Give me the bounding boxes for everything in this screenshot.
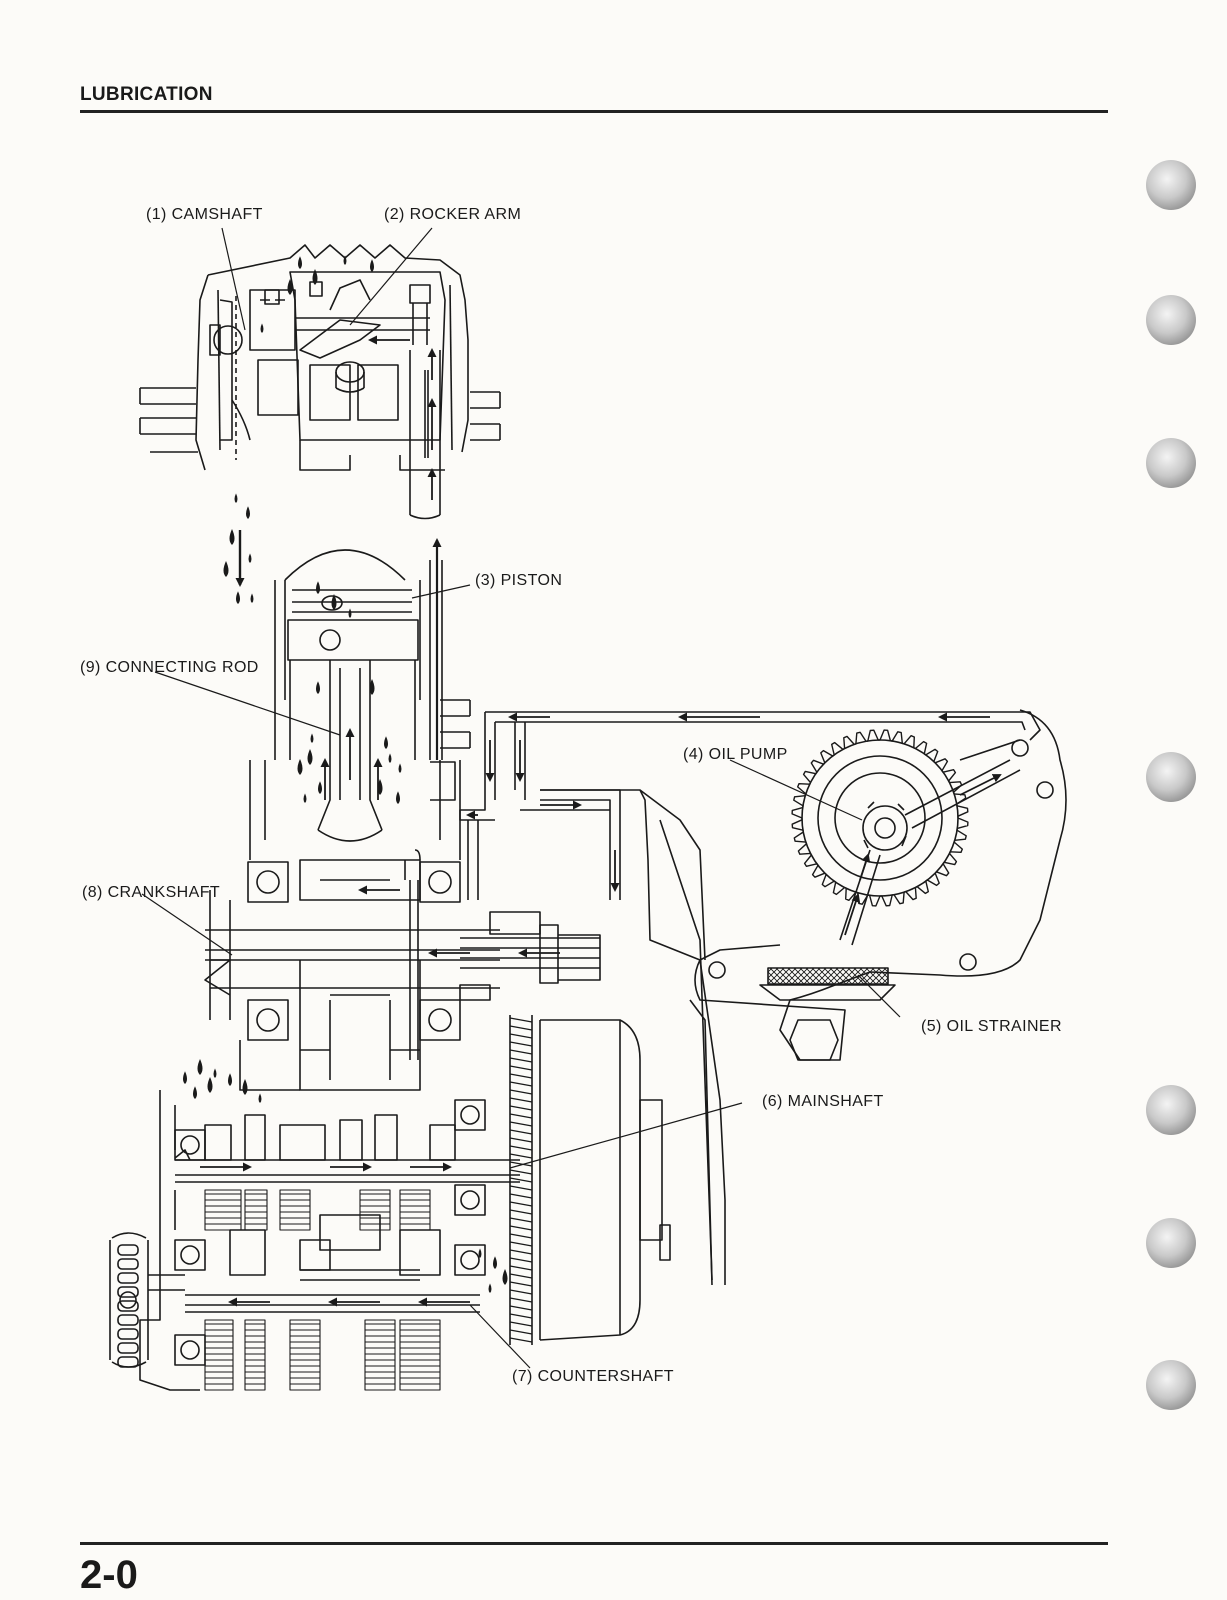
page-number: 2-0 <box>80 1553 138 1597</box>
punch-hole-icon <box>1146 295 1196 345</box>
label-oil-pump: (4) OIL PUMP <box>683 746 788 763</box>
label-camshaft: (1) CAMSHAFT <box>146 206 263 223</box>
transmission <box>109 1090 520 1391</box>
page-title: LUBRICATION <box>80 84 213 105</box>
label-connecting-rod: (9) CONNECTING ROD <box>80 659 259 676</box>
crankcase-crankshaft <box>204 760 601 1091</box>
header-rule <box>80 110 1108 113</box>
cylinder-piston <box>264 549 471 842</box>
cylinder-head <box>139 244 501 520</box>
punch-hole-icon <box>1146 752 1196 802</box>
oil-flow-arrows <box>200 335 1002 1307</box>
label-rocker-arm: (2) ROCKER ARM <box>384 206 522 223</box>
crankcase-cover <box>540 789 726 1286</box>
punch-hole-icon <box>1146 1360 1196 1410</box>
oil-gallery <box>430 711 1041 900</box>
oil-pump-assembly <box>694 709 1067 1061</box>
label-crankshaft: (8) CRANKSHAFT <box>82 884 221 901</box>
punch-hole-icon <box>1146 160 1196 210</box>
label-countershaft: (7) COUNTERSHAFT <box>512 1368 674 1385</box>
punch-hole-icon <box>1146 1085 1196 1135</box>
label-piston: (3) PISTON <box>475 572 563 589</box>
oil-splash-drops <box>183 255 508 1293</box>
footer-rule <box>80 1542 1108 1545</box>
punch-hole-icon <box>1146 438 1196 488</box>
label-mainshaft: (6) MAINSHAFT <box>762 1093 884 1110</box>
label-oil-strainer: (5) OIL STRAINER <box>921 1018 1062 1035</box>
punch-hole-icon <box>1146 1218 1196 1268</box>
leader-lines <box>141 227 901 1369</box>
clutch-assembly <box>509 1015 671 1345</box>
